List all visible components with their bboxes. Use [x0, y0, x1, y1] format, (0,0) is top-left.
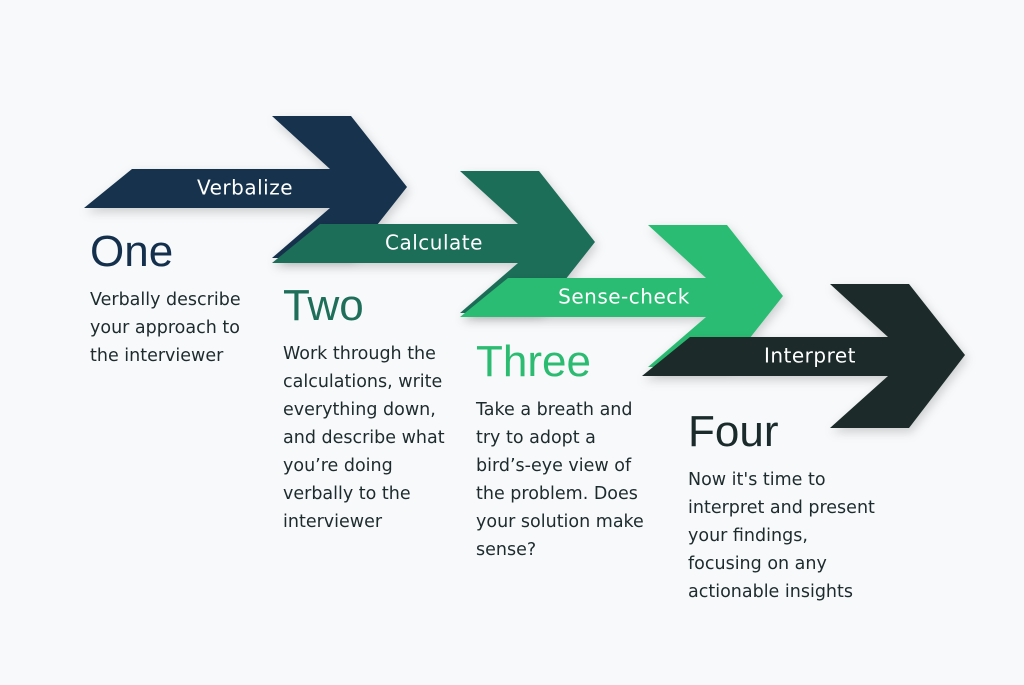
arrow-calculate: Calculate	[272, 171, 595, 313]
step-number-four: Four	[688, 407, 779, 456]
arrow-verbalize: Verbalize	[84, 116, 407, 258]
step-number-three: Three	[476, 337, 591, 386]
arrow-label-verbalize: Verbalize	[197, 176, 293, 200]
step-description-four: Now it's time to interpret and present y…	[688, 470, 875, 602]
step-description-three: Take a breath and try to adopt a bird’s-…	[476, 400, 644, 560]
arrow-sense-check: Sense-check	[460, 225, 783, 367]
step-four: Four Now it's time to interpret and pres…	[688, 410, 883, 606]
step-description-two: Work through the calculations, write eve…	[283, 344, 445, 532]
step-two: Two Work through the calculations, write…	[283, 284, 458, 536]
step-three: Three Take a breath and try to adopt a b…	[476, 340, 646, 564]
arrow-shape-calculate	[272, 171, 595, 313]
arrow-shape-interpret	[642, 284, 965, 428]
arrow-label-interpret: Interpret	[764, 344, 856, 368]
arrow-label-calculate: Calculate	[385, 231, 483, 255]
arrow-shape-verbalize	[84, 116, 407, 258]
arrow-label-sense-check: Sense-check	[558, 285, 690, 309]
step-number-one: One	[90, 227, 174, 276]
step-one: One Verbally describe your approach to t…	[90, 230, 260, 370]
arrow-interpret: Interpret	[642, 284, 965, 428]
step-description-one: Verbally describe your approach to the i…	[90, 290, 241, 366]
arrow-shape-sense-check	[460, 225, 783, 367]
step-number-two: Two	[283, 281, 364, 330]
